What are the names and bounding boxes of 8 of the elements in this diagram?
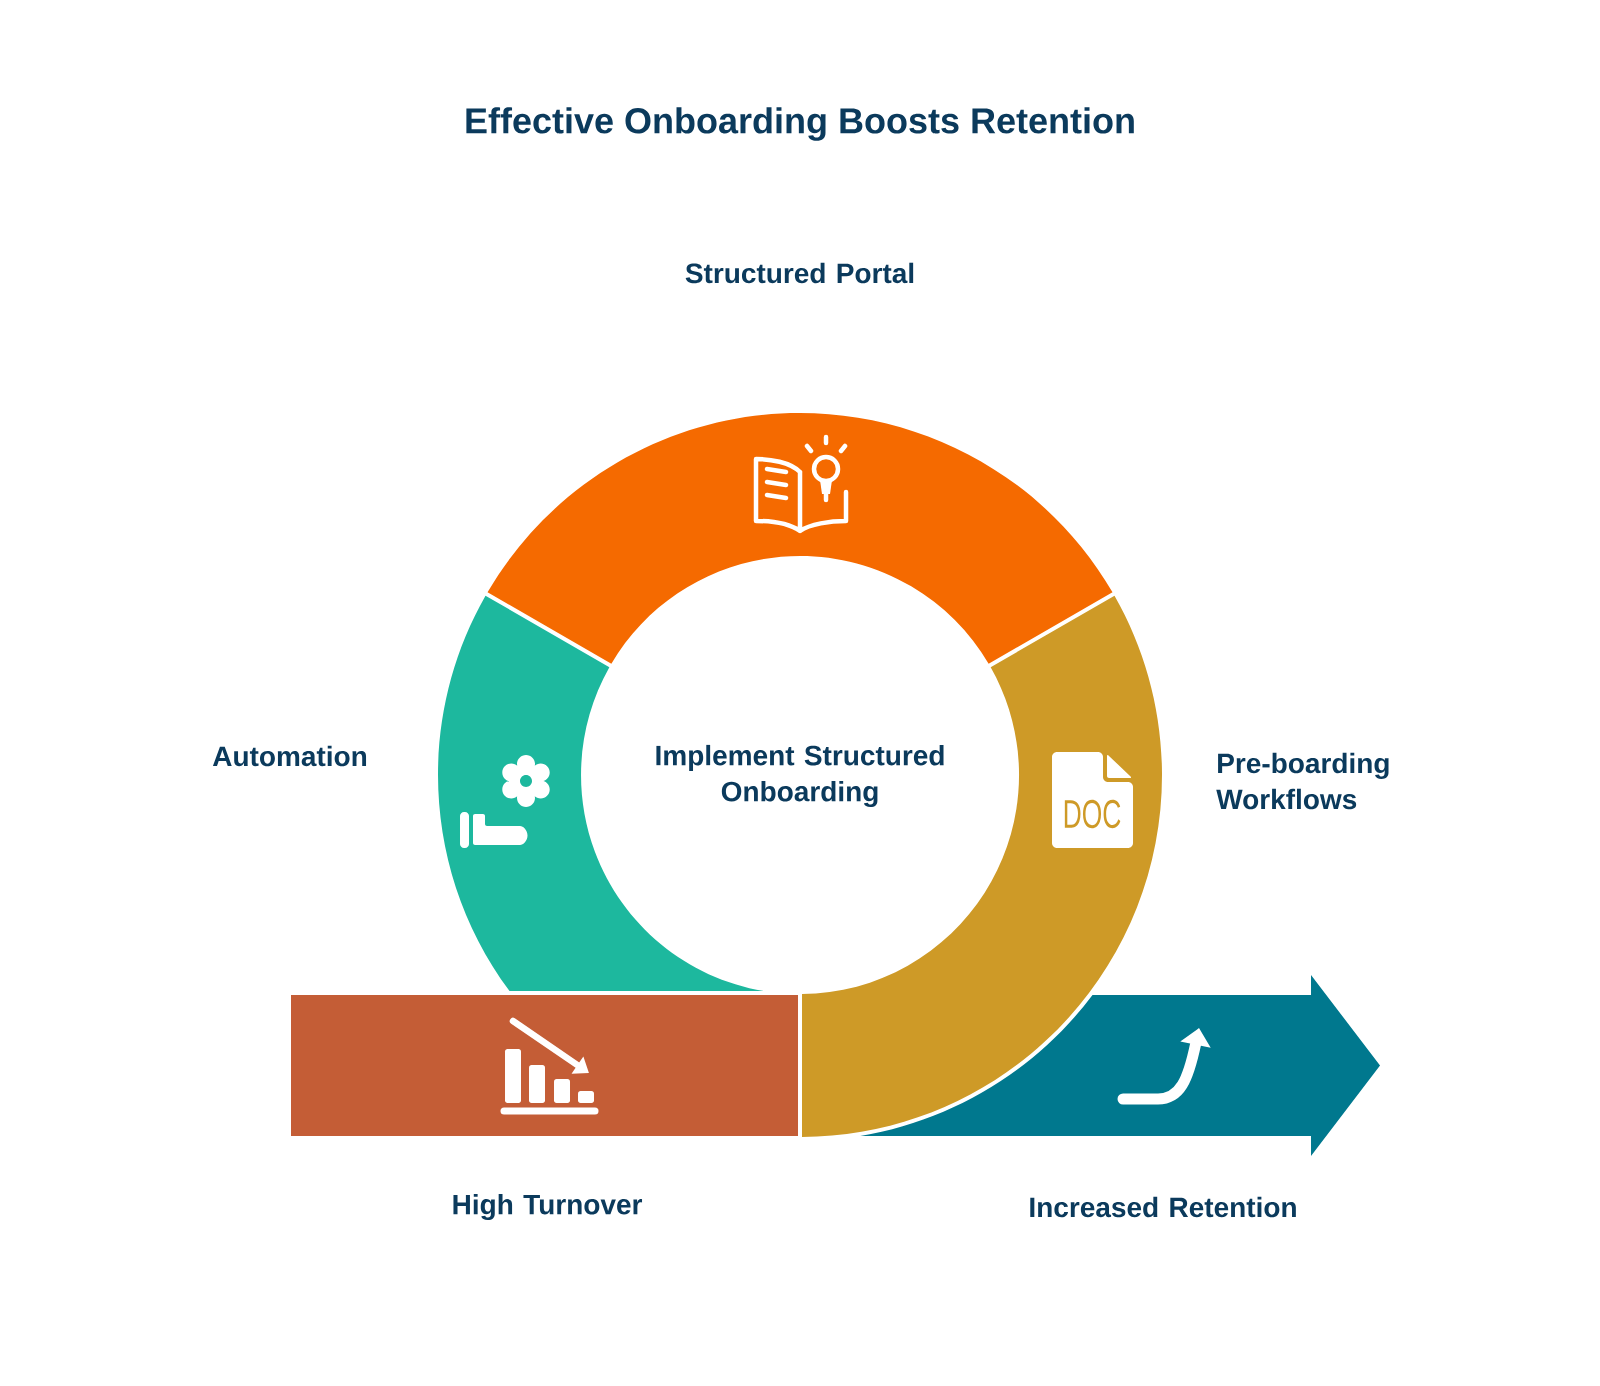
center-text: Implement Structured Onboarding [656, 744, 944, 808]
title: Effective Onboarding Boosts Retention [466, 107, 1134, 141]
bar-label: High Turnover [453, 1193, 643, 1221]
arrow-label: Increased Retention [1030, 1196, 1296, 1218]
segment-label: Structured Portal [685, 262, 914, 284]
segment-label: Automation [212, 745, 367, 767]
segment-label: Pre-boarding Workflows [1216, 752, 1389, 810]
icon-label: DOC [1064, 799, 1121, 829]
